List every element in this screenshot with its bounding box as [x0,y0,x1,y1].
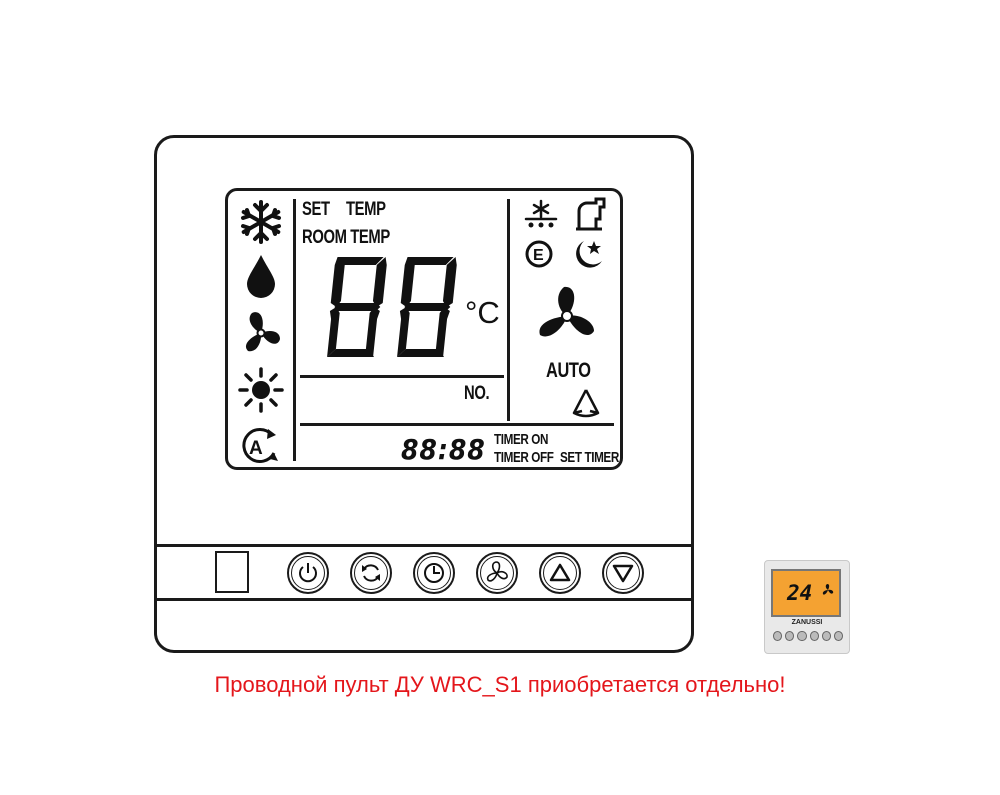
thumbnail-button [833,631,844,641]
timer-off-label: TIMER OFF [494,449,554,466]
thumbnail-fan-icon [822,584,834,595]
clock-display: 88:88 [401,433,486,466]
no-label: NO. [464,383,490,404]
thumbnail-screen: 24 [771,569,841,617]
lcd-right-divider [507,199,510,421]
fan-auto-label: AUTO [546,359,591,382]
auto-mode-letter: A [249,438,263,459]
clock-icon [424,563,444,583]
controller-photo-thumbnail: 24 ZANUSSI [764,560,850,654]
sleep-moon-icon [576,241,602,268]
temperature-digits [327,257,457,357]
drop-icon [247,255,275,298]
snowflake-icon [241,200,281,244]
eco-icon: E [525,240,553,268]
swing-icon [572,389,600,418]
thumbnail-brand: ZANUSSI [791,619,823,626]
button-strip-top-edge [157,544,691,547]
eco-letter: E [533,247,544,264]
room-temp-label: ROOM TEMP [302,227,390,248]
lcd-left-divider [293,199,296,461]
note-caption: Проводной пульт ДУ WRC_S1 приобретается … [214,672,786,697]
filter-icon [576,197,606,231]
set-label: SET [302,199,330,220]
square-button[interactable] [215,551,249,593]
temp-label: TEMP [346,199,386,220]
lcd-bottom-divider [300,423,614,426]
lcd-mid-divider [300,375,504,378]
fan-button[interactable] [476,552,518,594]
fan-mode-icon [245,312,280,352]
mode-button[interactable] [350,552,392,594]
button-strip-bottom-edge [157,598,691,601]
thumbnail-button [809,631,819,641]
auto-mode-icon: A [242,427,278,463]
thumbnail-buttons [773,631,844,641]
thumbnail-button [773,631,783,641]
celsius-unit: °C [465,295,500,330]
thumbnail-digits: 24 [787,581,813,605]
timer-button[interactable] [413,552,455,594]
triangle-up-icon [549,563,571,582]
thumbnail-button [785,631,795,641]
timer-on-label: TIMER ON [494,431,549,448]
wired-remote-controller: A SET TEMP ROOM TEMP [154,135,694,653]
thumbnail-button [797,631,807,641]
lcd-screen: A SET TEMP ROOM TEMP [225,188,623,470]
cycle-icon [362,564,380,582]
triangle-down-icon [612,564,634,583]
power-icon [299,563,317,583]
fan-speed-icon [539,286,594,337]
defrost-icon [524,199,558,228]
up-button[interactable] [539,552,581,594]
set-timer-label: SET TIMER [560,449,619,466]
down-button[interactable] [602,552,644,594]
thumbnail-button [821,631,831,641]
power-button[interactable] [287,552,329,594]
fan-icon [486,561,508,582]
sun-icon [238,367,284,413]
